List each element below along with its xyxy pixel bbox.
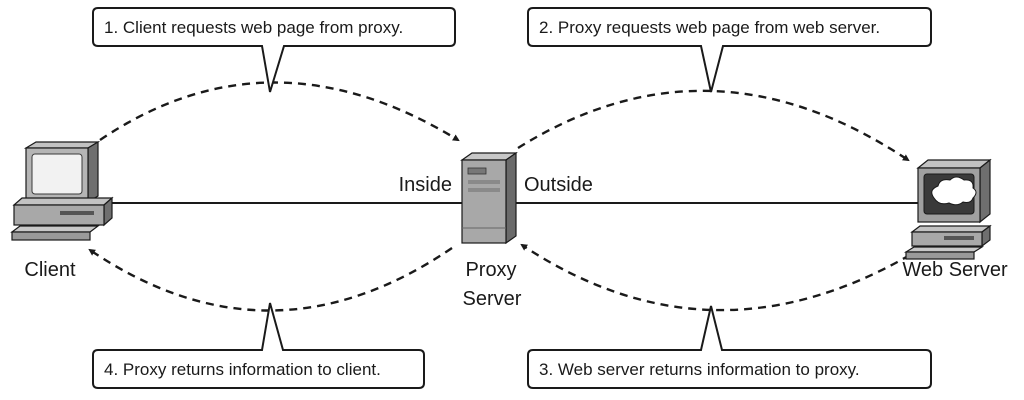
web-server-computer-icon <box>903 158 992 260</box>
callout-step-3: 3. Web server returns information to pro… <box>527 305 932 389</box>
desktop-computer-icon <box>10 140 114 241</box>
web-server-label: Web Server <box>902 259 1008 281</box>
arrow-client-to-proxy <box>99 81 460 142</box>
arrow-proxy-to-client <box>88 247 453 312</box>
arrow-webserver-to-proxy <box>520 243 911 312</box>
client-label: Client <box>24 259 76 281</box>
callout-step-1: 1. Client requests web page from proxy. <box>92 7 456 93</box>
callout-step-2-text: 2. Proxy requests web page from web serv… <box>539 18 880 37</box>
callout-step-3-text: 3. Web server returns information to pro… <box>539 360 860 379</box>
callout-step-4-text: 4. Proxy returns information to client. <box>104 360 381 379</box>
tower-server-icon <box>460 151 518 245</box>
cloud-icon <box>931 176 977 206</box>
proxy-server-label-line2: Server <box>463 288 522 310</box>
arrow-proxy-to-webserver <box>517 89 910 162</box>
callout-step-1-text: 1. Client requests web page from proxy. <box>104 18 403 37</box>
callout-step-2: 2. Proxy requests web page from web serv… <box>527 7 932 93</box>
callout-step-4: 4. Proxy returns information to client. <box>92 302 425 389</box>
inside-label: Inside <box>399 174 452 196</box>
proxy-server-label-line1: Proxy <box>465 259 516 281</box>
outside-label: Outside <box>524 174 593 196</box>
